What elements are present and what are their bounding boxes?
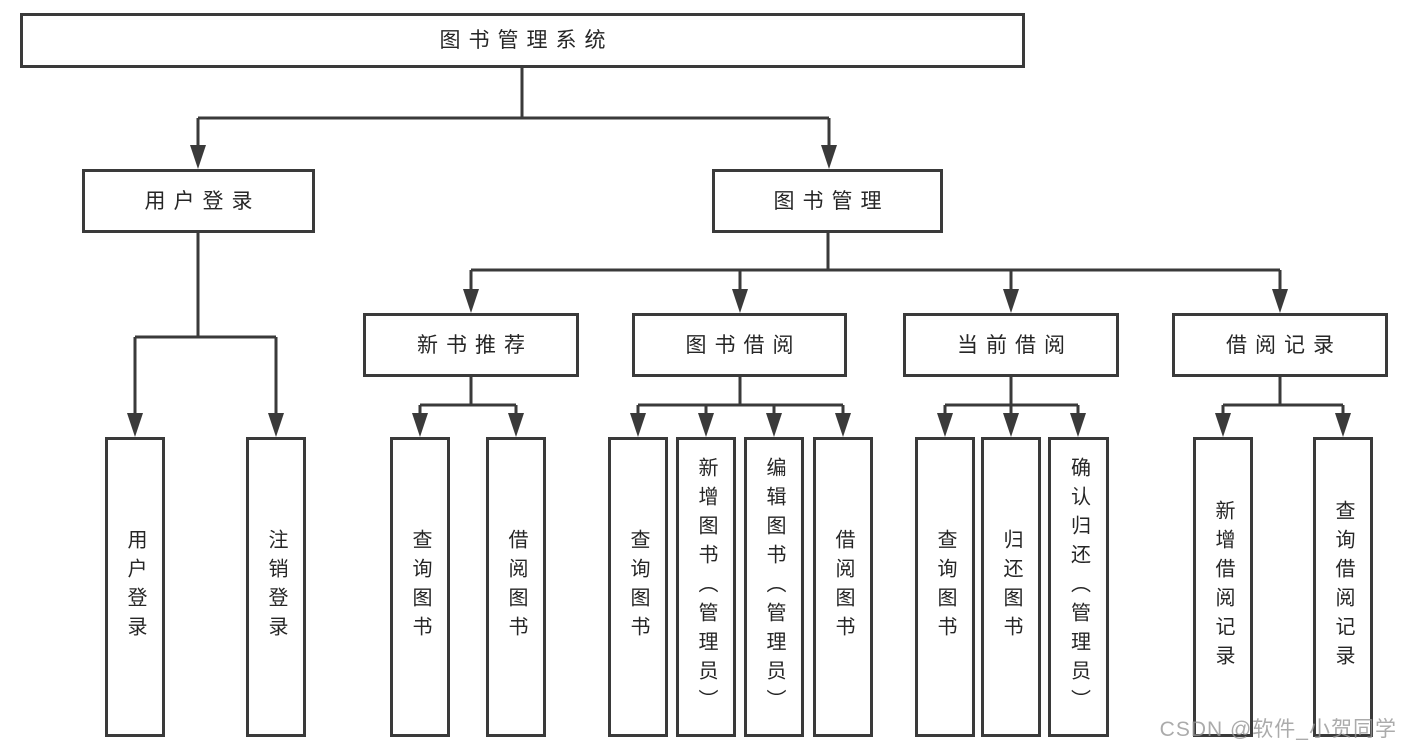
leaf-add-books-admin-label: 新增图书（管理员） — [695, 456, 717, 718]
leaf-add-borrow-record-label: 新增借阅记录 — [1212, 500, 1234, 674]
leaf-query-borrow-record-label: 查询借阅记录 — [1332, 500, 1354, 674]
node-new-book-recommend: 新书推荐 — [363, 313, 579, 377]
leaf-return-books: 归还图书 — [981, 437, 1041, 737]
leaf-borrowing-query-books: 查询图书 — [608, 437, 668, 737]
leaf-borrowing-query-books-label: 查询图书 — [627, 529, 649, 645]
node-book-borrowing: 图书借阅 — [632, 313, 847, 377]
leaf-borrowing-borrow-books-label: 借阅图书 — [832, 529, 854, 645]
node-borrow-records: 借阅记录 — [1172, 313, 1388, 377]
node-book-borrowing-label: 图书借阅 — [685, 333, 802, 357]
node-book-management-label: 图书管理 — [773, 189, 890, 213]
node-library-system: 图书管理系统 — [20, 13, 1025, 68]
node-user-login: 用户登录 — [82, 169, 315, 233]
leaf-edit-books-admin: 编辑图书（管理员） — [744, 437, 804, 737]
leaf-logout-label: 注销登录 — [265, 529, 287, 645]
leaf-add-borrow-record: 新增借阅记录 — [1193, 437, 1253, 737]
node-new-book-recommend-label: 新书推荐 — [417, 333, 533, 357]
node-current-borrowing: 当前借阅 — [903, 313, 1119, 377]
leaf-confirm-return-admin: 确认归还（管理员） — [1048, 437, 1109, 737]
node-current-borrowing-label: 当前借阅 — [957, 333, 1073, 357]
leaf-return-books-label: 归还图书 — [1000, 529, 1022, 645]
leaf-newbook-borrow-books-label: 借阅图书 — [505, 529, 527, 645]
node-library-system-label: 图书管理系统 — [439, 29, 614, 52]
leaf-current-query-books: 查询图书 — [915, 437, 975, 737]
leaf-add-books-admin: 新增图书（管理员） — [676, 437, 736, 737]
leaf-confirm-return-admin-label: 确认归还（管理员） — [1067, 456, 1090, 718]
leaf-current-query-books-label: 查询图书 — [934, 529, 956, 645]
node-book-management: 图书管理 — [712, 169, 943, 233]
leaf-edit-books-admin-label: 编辑图书（管理员） — [763, 456, 785, 718]
node-user-login-label: 用户登录 — [144, 189, 261, 213]
csdn-watermark: CSDN @软件_小贺同学 — [1159, 718, 1397, 741]
leaf-user-login-label: 用户登录 — [124, 529, 146, 645]
leaf-newbook-query-books-label: 查询图书 — [409, 529, 431, 645]
leaf-newbook-query-books: 查询图书 — [390, 437, 450, 737]
leaf-borrowing-borrow-books: 借阅图书 — [813, 437, 873, 737]
leaf-logout: 注销登录 — [246, 437, 306, 737]
leaf-newbook-borrow-books: 借阅图书 — [486, 437, 546, 737]
node-borrow-records-label: 借阅记录 — [1226, 333, 1342, 357]
leaf-query-borrow-record: 查询借阅记录 — [1313, 437, 1373, 737]
leaf-user-login: 用户登录 — [105, 437, 165, 737]
